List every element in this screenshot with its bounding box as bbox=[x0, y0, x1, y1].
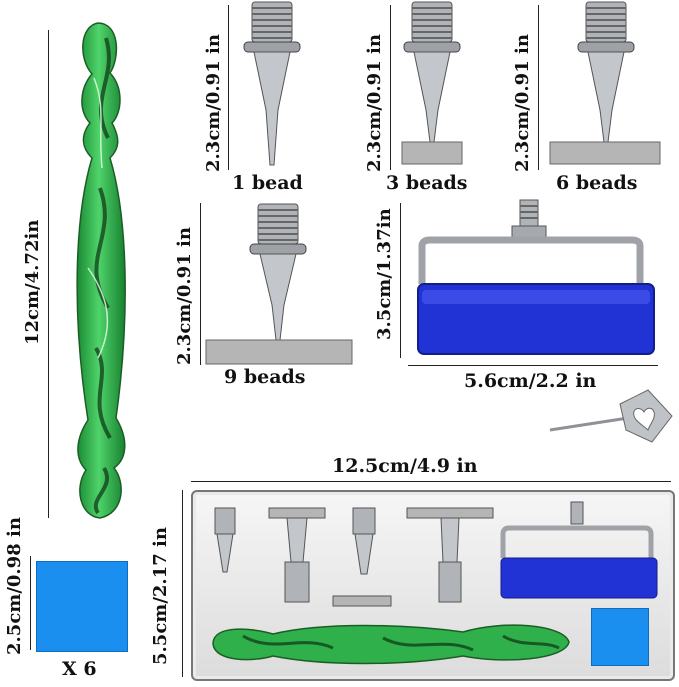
handle-length-label: 12cm/4.72in bbox=[22, 219, 43, 345]
tray-tips-icon bbox=[214, 507, 494, 607]
tip6-height-label: 2.3cm/0.91 in bbox=[512, 34, 533, 172]
tip1-height-label: 2.3cm/0.91 in bbox=[203, 34, 224, 172]
wax-size-label: 2.5cm/0.98 in bbox=[4, 517, 25, 655]
tray-width-line bbox=[191, 481, 671, 482]
wax-size-line bbox=[30, 556, 31, 650]
pen-handle-icon bbox=[76, 22, 126, 519]
tray-handle-icon bbox=[212, 624, 570, 665]
storage-tray-icon bbox=[191, 490, 675, 681]
roller-width-line bbox=[408, 365, 658, 366]
tray-wax-square-icon bbox=[591, 608, 649, 666]
tip6-label: 6 beads bbox=[556, 172, 638, 194]
roller-width-label: 5.6cm/2.2 in bbox=[464, 370, 597, 392]
tray-roller-icon bbox=[500, 501, 658, 599]
handle-length-line bbox=[48, 30, 49, 518]
tip1-height-line bbox=[228, 5, 229, 170]
heart-wrench-icon bbox=[549, 389, 673, 443]
wax-square-icon bbox=[36, 561, 128, 652]
tray-width-label: 12.5cm/4.9 in bbox=[332, 455, 478, 477]
bead-tip-6-icon bbox=[549, 1, 661, 165]
roller-tool-icon bbox=[417, 199, 655, 355]
roller-height-line bbox=[400, 203, 401, 358]
wax-count-label: X 6 bbox=[62, 658, 97, 680]
tip9-height-label: 2.3cm/0.91 in bbox=[174, 227, 195, 365]
tray-height-line bbox=[182, 490, 183, 677]
bead-tip-9-icon bbox=[205, 203, 353, 365]
tip9-label: 9 beads bbox=[224, 366, 306, 388]
bead-tip-1-icon bbox=[243, 1, 301, 166]
tip1-label: 1 bead bbox=[232, 172, 303, 194]
roller-height-label: 3.5cm/1.37in bbox=[374, 208, 395, 340]
bead-tip-3-icon bbox=[401, 1, 463, 165]
tip3-height-line bbox=[390, 5, 391, 170]
tip3-height-label: 2.3cm/0.91 in bbox=[364, 34, 385, 172]
tip3-label: 3 beads bbox=[386, 172, 468, 194]
tip9-height-line bbox=[200, 203, 201, 365]
tip6-height-line bbox=[538, 5, 539, 170]
tray-height-label: 5.5cm/2.17 in bbox=[150, 527, 171, 665]
